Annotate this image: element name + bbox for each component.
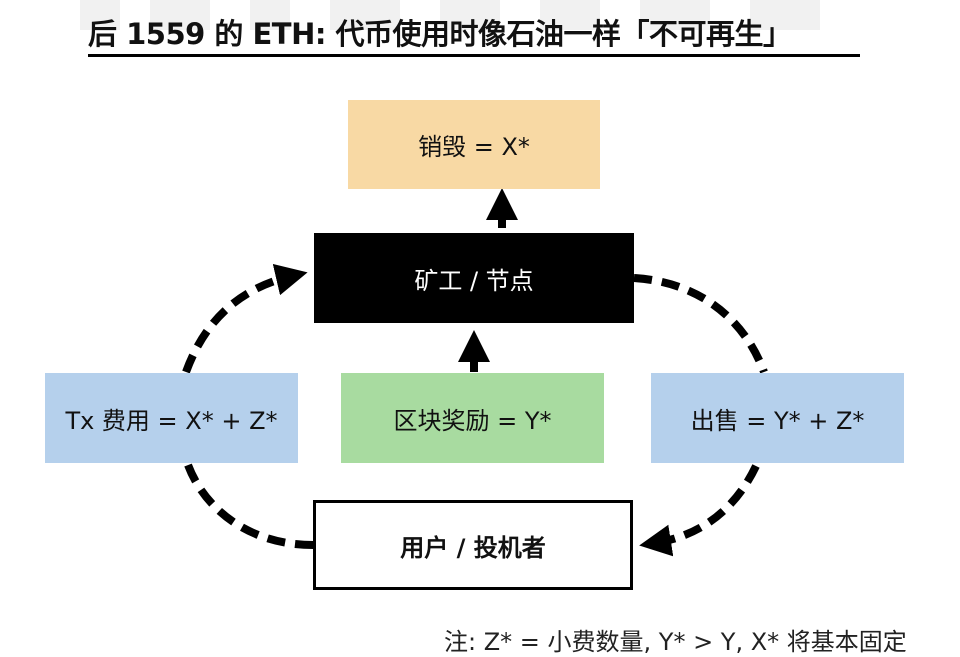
watermark (80, 0, 820, 30)
node-miner: 矿工 / 节点 (314, 233, 634, 323)
diagram-title: 后 1559 的 ETH: 代币使用时像石油一样「不可再生」 (88, 17, 792, 51)
node-block-reward: 区块奖励 = Y* (341, 373, 604, 463)
node-user: 用户 / 投机者 (313, 500, 633, 590)
node-sell: 出售 = Y* + Z* (651, 373, 904, 463)
footnote: 注: Z* = 小费数量, Y* > Y, X* 将基本固定 (444, 628, 907, 656)
dashed-arrow-sell-to-user (639, 464, 760, 557)
node-tx-fee: Tx 费用 = X* + Z* (45, 373, 298, 463)
dashed-curve-user-to-txfee (184, 463, 314, 549)
dashed-curve-miner-to-sell (633, 274, 768, 374)
dashed-arrow-txfee-to-miner (182, 264, 308, 374)
node-burn: 销毁 = X* (348, 100, 600, 189)
title-underline (88, 54, 860, 57)
